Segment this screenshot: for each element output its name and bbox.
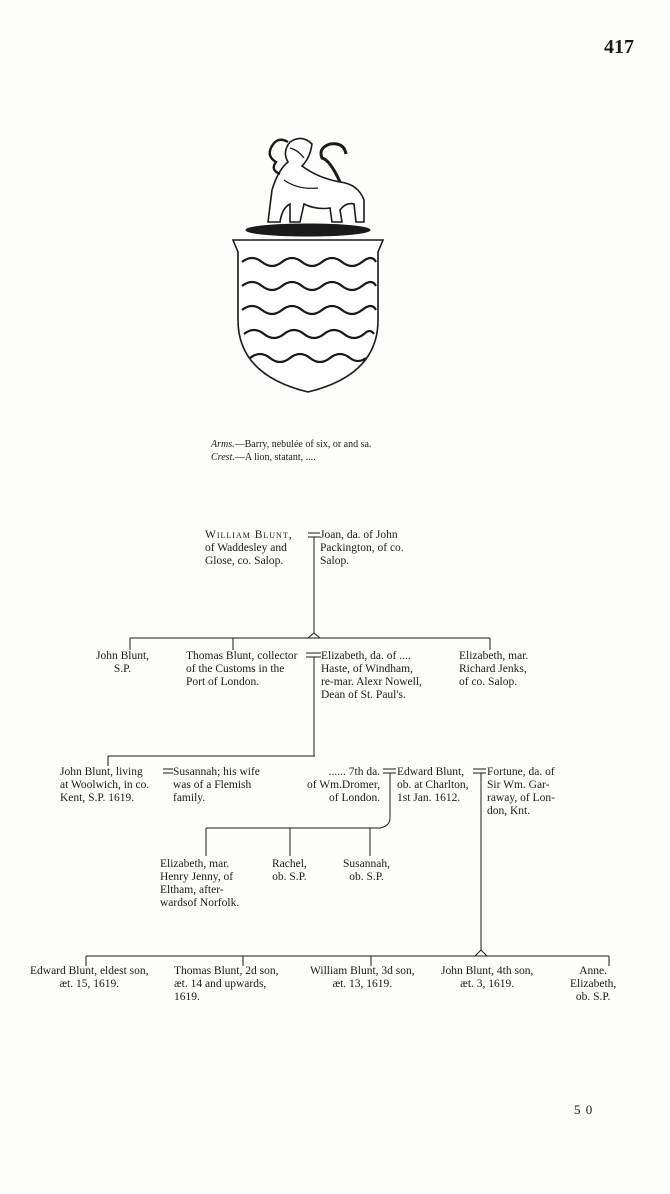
person-elizabeth-jenny: Elizabeth, mar. Henry Jenny, of Eltham, …	[160, 858, 240, 909]
william-name: William Blunt,	[205, 529, 293, 541]
arms-text: —Barry, nebulée of six, or and sa.	[234, 439, 372, 450]
person-john-blunt-sp: John Blunt, S.P.	[96, 650, 150, 675]
person-dromer-daughter: ...... 7th da. of Wm.Dromer, of London.	[307, 766, 381, 804]
person-susannah: Susannah, ob. S.P.	[343, 858, 390, 883]
lion-crest-icon	[245, 137, 371, 237]
person-john-blunt-woolwich: John Blunt, living at Woolwich, in co. K…	[60, 766, 150, 804]
heraldry-caption: Arms.—Barry, nebulée of six, or and sa. …	[211, 438, 371, 464]
crest-text: —A lion, statant, ....	[234, 452, 316, 463]
coat-of-arms-icon	[231, 137, 385, 393]
person-elizabeth-haste: Elizabeth, da. of .... Haste, of Windham…	[321, 650, 422, 701]
person-thomas-blunt-2d: Thomas Blunt, 2d son, æt. 14 and upwards…	[174, 965, 279, 1003]
william-details: of Waddesley and Glose, co. Salop.	[205, 542, 287, 567]
person-john-blunt-4th: John Blunt, 4th son, æt. 3, 1619.	[441, 965, 534, 990]
person-joan: Joan, da. of John Packington, of co. Sal…	[320, 529, 404, 567]
person-susannah-wife: Susannah; his wife was of a Flemish fami…	[173, 766, 260, 804]
person-william-blunt: William Blunt,of Waddesley and Glose, co…	[205, 529, 293, 568]
person-edward-blunt: Edward Blunt, ob. at Charlton, 1st Jan. …	[397, 766, 469, 804]
person-rachel: Rachel, ob. S.P.	[272, 858, 307, 883]
person-elizabeth-jenks: Elizabeth, mar. Richard Jenks, of co. Sa…	[459, 650, 529, 688]
person-fortune: Fortune, da. of Sir Wm. Gar- raway, of L…	[487, 766, 555, 817]
footer-number: 5 0	[574, 1102, 594, 1117]
arms-label: Arms.	[211, 439, 235, 450]
page-number: 417	[604, 36, 634, 58]
person-thomas-blunt-collector: Thomas Blunt, collector of the Customs i…	[186, 650, 298, 688]
person-anne-elizabeth: Anne. Elizabeth, ob. S.P.	[570, 965, 617, 1003]
person-william-blunt-3d: William Blunt, 3d son, æt. 13, 1619.	[310, 965, 415, 990]
crest-label: Crest.	[211, 452, 235, 463]
person-edward-blunt-eldest: Edward Blunt, eldest son, æt. 15, 1619.	[30, 965, 149, 990]
shield-icon	[231, 239, 385, 393]
